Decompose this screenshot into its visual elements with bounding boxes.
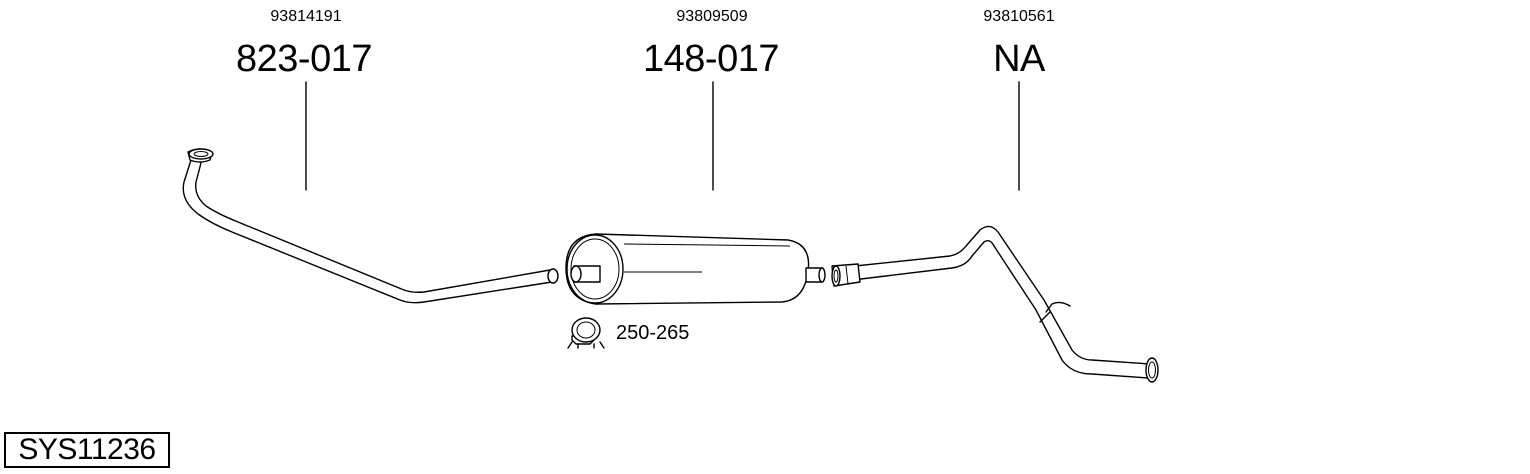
part-3-oem-number: 93810561 xyxy=(983,8,1055,25)
pipe-clamp-icon xyxy=(567,317,605,349)
clamp-reference: 250-265 xyxy=(616,322,690,344)
part-2-reference: 148-017 xyxy=(643,38,779,80)
part-1-reference: 823-017 xyxy=(236,38,372,80)
part-1-oem-number: 93814191 xyxy=(270,8,342,25)
front-pipe xyxy=(182,148,559,304)
part-3-reference: NA xyxy=(993,38,1045,80)
system-code: SYS11236 xyxy=(4,432,170,468)
part-2-oem-number: 93809509 xyxy=(676,8,748,25)
tail-pipe xyxy=(831,225,1159,383)
middle-silencer xyxy=(565,233,826,305)
